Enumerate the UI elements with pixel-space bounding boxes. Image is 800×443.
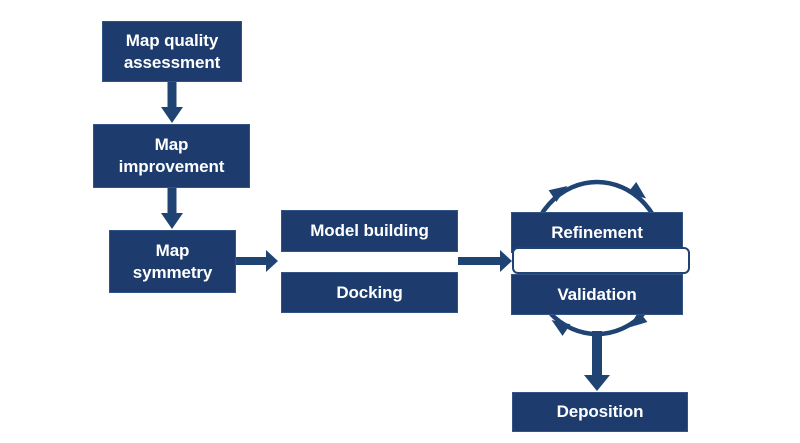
cycle-arrowhead-top-left-icon bbox=[548, 185, 568, 202]
node-label: Validation bbox=[557, 284, 637, 304]
node-map-quality-assessment: Map quality assessment bbox=[102, 21, 242, 82]
node-deposition: Deposition bbox=[512, 392, 688, 432]
node-label: Map improvement bbox=[118, 135, 225, 176]
arrow-symmetry-to-building bbox=[236, 250, 278, 272]
node-label: Refinement bbox=[551, 222, 643, 242]
cycle-arrowhead-bottom-right-icon bbox=[628, 310, 648, 328]
node-label: Map symmetry bbox=[132, 240, 213, 282]
cycle-arrowhead-bottom-left-icon bbox=[551, 319, 571, 336]
node-map-symmetry: Map symmetry bbox=[109, 230, 236, 293]
node-label: Model building bbox=[310, 221, 429, 241]
node-label: Docking bbox=[336, 282, 403, 302]
node-validation: Validation bbox=[511, 274, 683, 315]
node-model-building: Model building bbox=[281, 210, 458, 252]
arrow-quality-to-improvement bbox=[161, 82, 183, 123]
arrow-improvement-to-symmetry bbox=[161, 188, 183, 229]
node-map-improvement: Map improvement bbox=[93, 124, 250, 188]
node-docking: Docking bbox=[281, 272, 458, 313]
arrow-cycle-to-deposition bbox=[584, 331, 610, 391]
cycle-arrowhead-top-right-icon bbox=[627, 181, 647, 199]
arrow-building-to-refinement bbox=[458, 250, 512, 272]
cycle-connector-band bbox=[512, 247, 690, 274]
node-label: Map quality assessment bbox=[123, 30, 221, 72]
node-label: Deposition bbox=[556, 402, 644, 422]
